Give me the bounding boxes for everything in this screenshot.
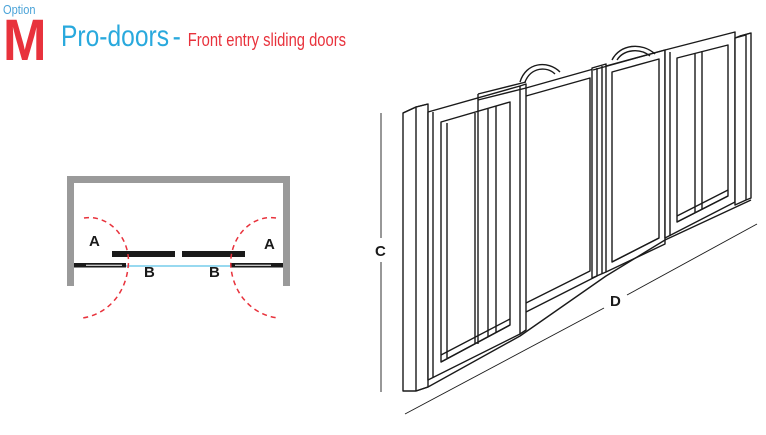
right-end-post	[734, 32, 752, 206]
door-handle-left-inner	[524, 68, 556, 83]
right-front-door-panel	[592, 31, 736, 239]
plan-sliding-panel-left	[112, 251, 175, 257]
plan-label-b-left: B	[144, 264, 155, 281]
label-width-d: D	[610, 293, 621, 310]
dimension-line-d-right	[626, 223, 758, 296]
left-front-door-panel	[427, 83, 527, 381]
plan-sliding-panel-right	[182, 251, 245, 257]
plan-label-b-right: B	[209, 264, 220, 281]
title-subtitle: Front entry sliding doors	[187, 30, 347, 50]
plan-view-diagram: A A B B	[67, 176, 290, 319]
page-title: Pro-doors - Front entry sliding doors	[61, 20, 346, 54]
centre-right-door-panel	[605, 49, 666, 273]
plan-swing-arc-left	[81, 216, 130, 319]
title-main: Pro-doors	[61, 20, 170, 53]
bottom-track	[415, 199, 752, 392]
plan-label-a-right: A	[264, 236, 275, 253]
option-word: Option	[3, 2, 36, 17]
door-handle-right	[611, 45, 656, 61]
option-badge: Option M	[3, 2, 47, 73]
left-end-post	[402, 103, 429, 392]
door-handle-left	[519, 63, 561, 83]
plan-label-a-left: A	[89, 233, 100, 250]
title-separator: -	[172, 20, 188, 53]
plan-swing-arc-right	[230, 216, 279, 319]
plan-enclosure-wall	[67, 176, 290, 286]
elevation-diagram: C D	[375, 31, 758, 415]
option-letter: M	[3, 8, 47, 73]
label-height-c: C	[375, 243, 386, 260]
centre-post	[591, 63, 607, 279]
dimension-line-d	[404, 307, 605, 415]
